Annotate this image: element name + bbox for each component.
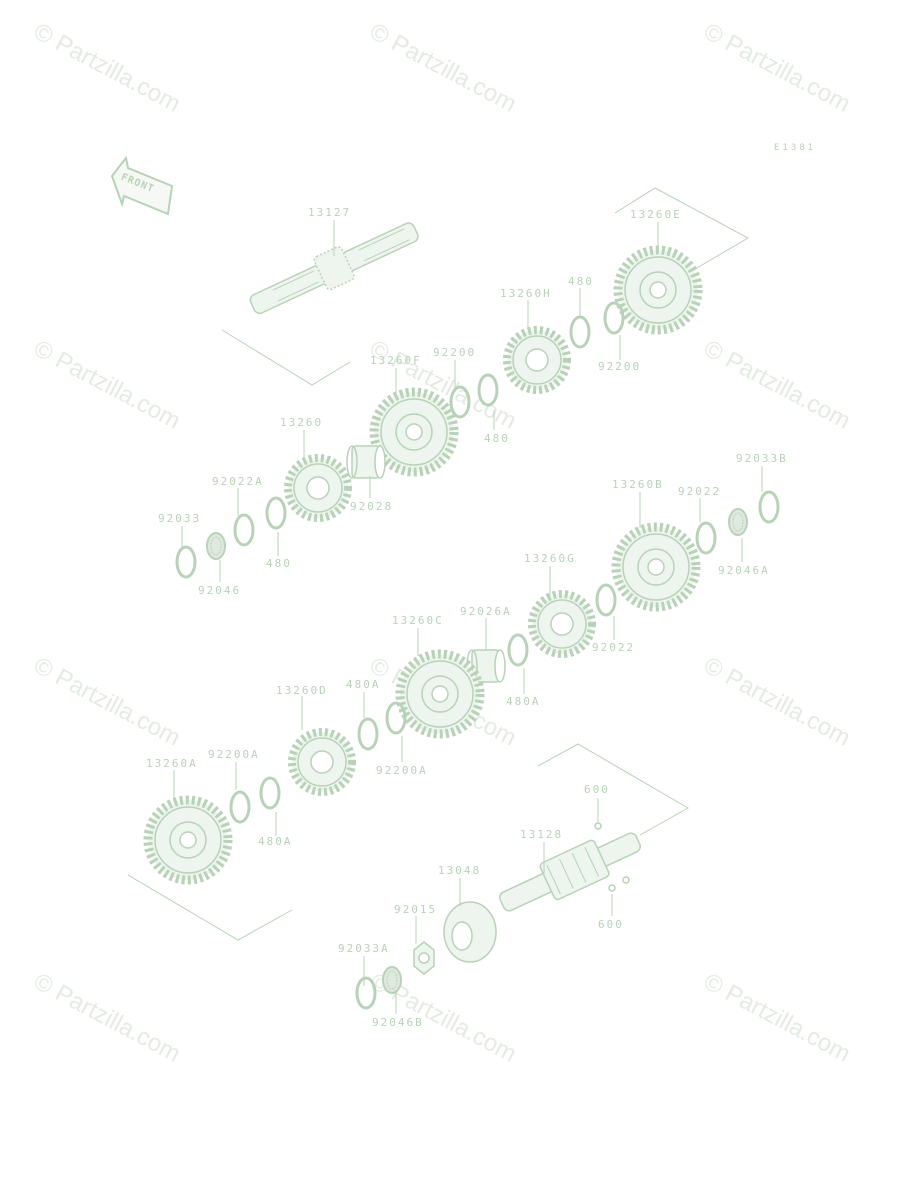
part-label[interactable]: 13260G [524, 552, 576, 565]
part-label[interactable]: 92046B [372, 1016, 424, 1029]
part-label[interactable]: 92200A [376, 764, 428, 777]
shaft-13128 [499, 832, 641, 912]
part-label[interactable]: 13260B [612, 478, 664, 491]
part-label[interactable]: 13260H [500, 287, 552, 300]
part-label[interactable]: 13260A [146, 757, 198, 770]
part-label[interactable]: 480A [346, 678, 381, 691]
gear-13260C [400, 654, 480, 734]
part-label[interactable]: 92022 [592, 641, 636, 654]
part-label[interactable]: 92200 [598, 360, 642, 373]
part-label[interactable]: 13260D [276, 684, 328, 697]
part-label[interactable]: 600 [584, 783, 610, 796]
part-label[interactable]: 92033B [736, 452, 788, 465]
front-arrow-icon [110, 155, 174, 216]
part-label[interactable]: 480 [484, 432, 510, 445]
part-label[interactable]: 600 [598, 918, 624, 931]
diagram-code: E1381 [774, 143, 817, 153]
gear-13260F [374, 392, 454, 472]
part-label[interactable]: 480 [266, 557, 292, 570]
gear-13260G [532, 594, 592, 654]
part-label[interactable]: 480A [506, 695, 541, 708]
part-label[interactable]: 13127 [308, 206, 352, 219]
part-label[interactable]: 13260E [630, 208, 682, 221]
part-label[interactable]: 92033 [158, 512, 202, 525]
nut-92015 [413, 941, 435, 975]
gear-13260 [288, 458, 348, 518]
shaft-13127 [249, 222, 419, 315]
gear-13260E [618, 250, 698, 330]
part-label[interactable]: 480A [258, 835, 293, 848]
part-label[interactable]: 92033A [338, 942, 390, 955]
part-label[interactable]: 13128 [520, 828, 564, 841]
gear-13260H [507, 330, 567, 390]
part-label[interactable]: 92200 [433, 346, 477, 359]
gear-13260D [292, 732, 352, 792]
gear-13260A [148, 800, 228, 880]
part-label[interactable]: 13260C [392, 614, 444, 627]
part-label[interactable]: 92026A [460, 605, 512, 618]
collar-13048 [443, 901, 497, 963]
part-label[interactable]: 92022 [678, 485, 722, 498]
part-label[interactable]: 13260 [280, 416, 324, 429]
gear-13260B [616, 527, 696, 607]
part-label[interactable]: 92022A [212, 475, 264, 488]
part-label[interactable]: 13048 [438, 864, 482, 877]
part-label[interactable]: 480 [568, 275, 594, 288]
part-label[interactable]: 92200A [208, 748, 260, 761]
part-label[interactable]: 92015 [394, 903, 438, 916]
part-label[interactable]: 92028 [350, 500, 394, 513]
part-label[interactable]: 92046 [198, 584, 242, 597]
part-label[interactable]: 92046A [718, 564, 770, 577]
part-label[interactable]: 13260F [370, 354, 422, 367]
